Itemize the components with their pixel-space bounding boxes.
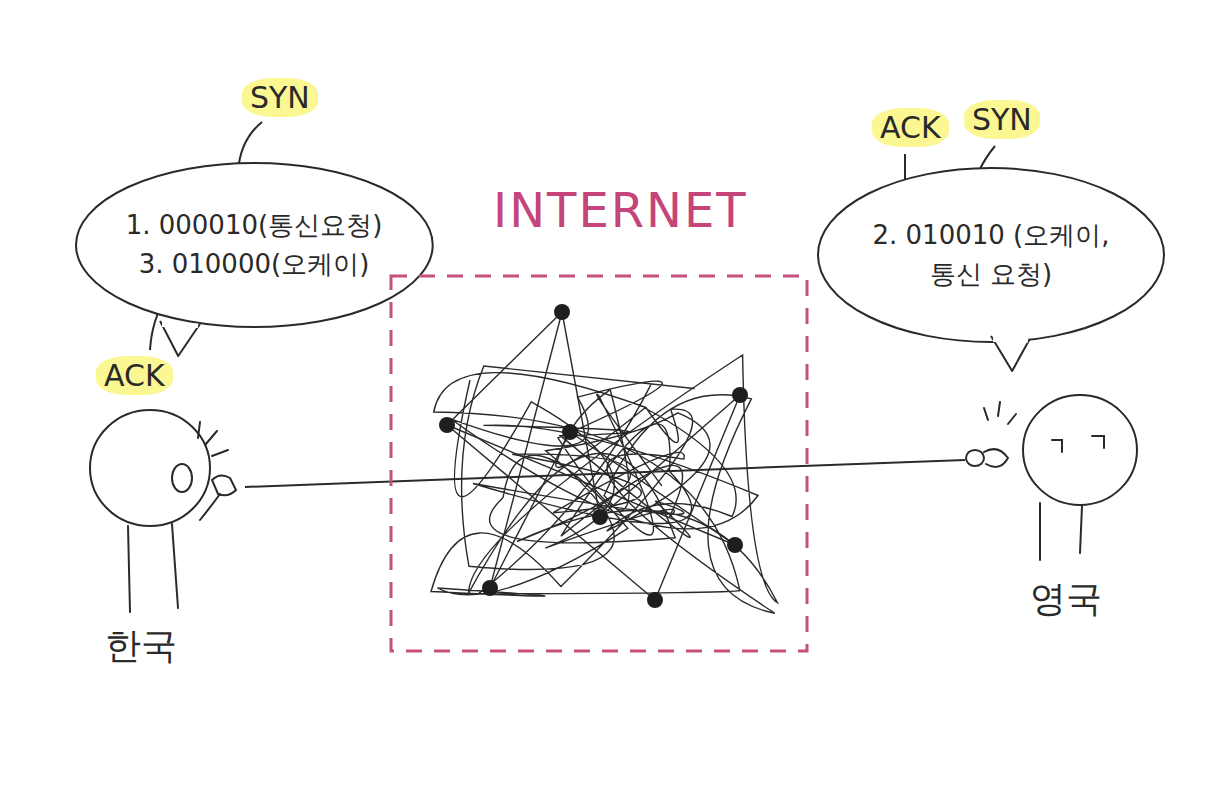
- body-line: [172, 524, 178, 608]
- network-link: [447, 425, 735, 545]
- network-node: [727, 537, 743, 553]
- flag-label-text: SYN: [964, 100, 1040, 139]
- network-node: [554, 304, 570, 320]
- network-link: [447, 312, 562, 425]
- body-line: [1080, 506, 1082, 553]
- bubble-tail-gap: [993, 340, 1028, 341]
- uk-person: [966, 395, 1137, 560]
- country-label: 영국: [1030, 575, 1102, 624]
- country-label-text: 한국: [105, 625, 177, 666]
- bubble-tail: [991, 336, 1030, 371]
- message-text: 2. 010010 (오케이, 통신 요청): [871, 216, 1111, 294]
- internet-title: INTERNET: [493, 182, 748, 238]
- network-link: [570, 432, 735, 545]
- eyes: [1052, 436, 1104, 452]
- bubble-text-group: 2. 010010 (오케이, 통신 요청): [871, 216, 1111, 294]
- message-text: 1. 000010(통신요청): [126, 206, 383, 245]
- body-line: [128, 526, 130, 612]
- flag-label: ACK: [96, 356, 173, 395]
- hand: [984, 449, 1008, 467]
- network-node: [482, 580, 498, 596]
- speech-bubble-outline: [73, 160, 436, 330]
- head: [90, 410, 210, 526]
- flag-label-text: ACK: [96, 356, 173, 395]
- bubble-ellipse: [76, 163, 433, 327]
- phone-line: [245, 460, 965, 487]
- flag-label-text: SYN: [242, 78, 318, 117]
- internet-box: INTERNET: [388, 178, 810, 654]
- sound-marks: [984, 402, 1016, 424]
- network-node: [562, 424, 578, 440]
- cup: [966, 450, 984, 466]
- ear: [172, 464, 192, 492]
- sound-marks: [198, 422, 228, 456]
- network-link: [490, 312, 562, 588]
- network-node: [439, 417, 455, 433]
- dashed-border: [391, 276, 807, 651]
- korea-person: [90, 410, 236, 612]
- network-link: [655, 395, 740, 600]
- bubble-text-group: 1. 000010(통신요청)3. 010000(오케이): [126, 206, 383, 284]
- flag-label: SYN: [964, 100, 1040, 139]
- country-label: 한국: [105, 622, 177, 671]
- scribble-line: [431, 355, 778, 613]
- network-link: [600, 395, 740, 517]
- arm: [200, 494, 220, 520]
- head: [1023, 395, 1137, 505]
- speech-bubble: 2. 010010 (오케이, 통신 요청): [815, 165, 1167, 345]
- speech-bubble-outline: [815, 165, 1167, 345]
- network-link: [447, 425, 655, 600]
- internet-outline: [388, 178, 810, 654]
- network-node: [647, 592, 663, 608]
- speech-bubble: 1. 000010(통신요청)3. 010000(오케이): [73, 160, 436, 330]
- country-label-text: 영국: [1030, 578, 1102, 619]
- network-scribble: [431, 304, 778, 613]
- cup: [212, 475, 236, 495]
- network-node: [732, 387, 748, 403]
- message-text: 3. 010000(오케이): [126, 245, 383, 284]
- network-node: [592, 509, 608, 525]
- flag-label: SYN: [242, 78, 318, 117]
- bubble-ellipse: [818, 168, 1164, 342]
- bubble-tail-gap: [162, 323, 198, 328]
- bubble-tail: [160, 321, 200, 356]
- network-link: [490, 432, 570, 588]
- body-line: [1039, 503, 1041, 560]
- flag-label-text: ACK: [872, 108, 949, 147]
- flag-label: ACK: [872, 108, 949, 147]
